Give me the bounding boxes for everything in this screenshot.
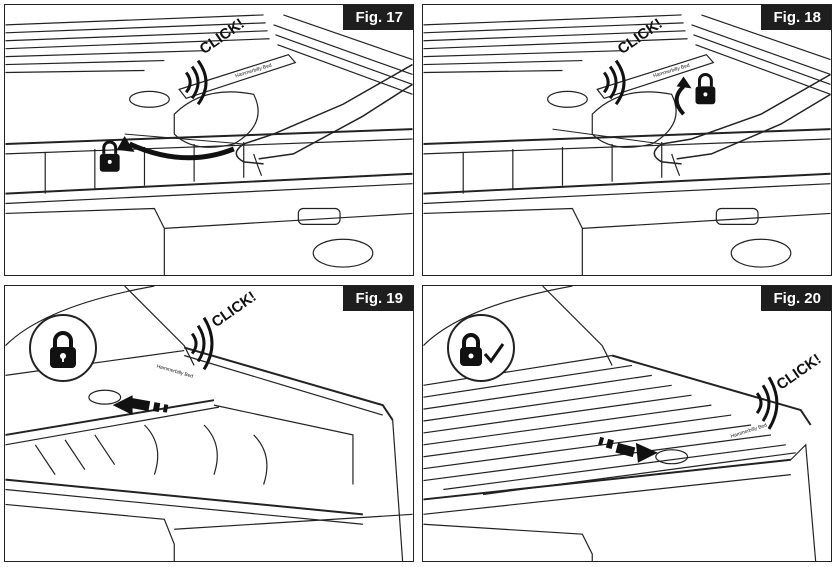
figure-18-illustration: CLICK! Hammerbilly Bed <box>423 14 831 275</box>
roller-slats <box>5 14 270 74</box>
tailgate-handle <box>715 207 759 225</box>
arm-sleeve <box>243 63 413 145</box>
rotation-arrow <box>128 141 235 161</box>
cloth-bag <box>591 91 677 148</box>
slide-arrow-right <box>598 436 658 463</box>
click-sound-waves <box>190 316 214 371</box>
up-arrow <box>674 84 686 116</box>
figure-17-panel: CLICK! Hammerbilly Bed Fig. 17 <box>4 4 414 276</box>
handle-bar <box>178 53 297 100</box>
tailgate-emblem <box>730 238 792 268</box>
roller-slats <box>423 14 688 74</box>
click-sound-waves <box>602 59 626 106</box>
hand <box>235 143 264 165</box>
latch-plate <box>655 449 689 465</box>
figure-label: Fig. 20 <box>761 286 831 311</box>
click-callout: CLICK! <box>774 352 824 394</box>
latch-plate <box>88 389 122 405</box>
click-callout: CLICK! <box>209 289 259 331</box>
slide-arrow-left <box>112 395 169 416</box>
figure-17-illustration: CLICK! Hammerbilly Bed <box>5 14 413 275</box>
lock-icon <box>695 73 716 105</box>
tailgate-handle <box>297 207 341 225</box>
latch-plate <box>128 90 170 108</box>
handle-bar <box>596 53 715 100</box>
lock-check-icon <box>460 333 505 366</box>
click-callout: CLICK! <box>197 16 247 58</box>
lock-icon <box>50 331 76 368</box>
arm-sleeve <box>661 73 831 145</box>
lock-status-badge <box>29 314 97 382</box>
figure-20-panel: CLICK! Hammerbilly Bed Fig. 20 <box>422 285 832 562</box>
lock-icon <box>99 140 120 172</box>
cloth-bag <box>173 91 259 148</box>
figure-19-illustration: CLICK! Hammerbilly Bed <box>5 286 413 561</box>
click-sound-waves <box>755 376 779 430</box>
figure-18-panel: CLICK! Hammerbilly Bed Fig. 18 <box>422 4 832 276</box>
figure-label: Fig. 17 <box>343 5 413 30</box>
hand <box>653 143 682 165</box>
click-callout: CLICK! <box>615 16 665 58</box>
figure-20-illustration: CLICK! Hammerbilly Bed <box>423 286 824 561</box>
lock-status-badge <box>447 314 515 382</box>
figure-label: Fig. 18 <box>761 5 831 30</box>
tailgate-emblem <box>312 238 374 268</box>
plate-text: Hammerbilly Bed <box>156 364 194 380</box>
figure-19-panel: CLICK! Hammerbilly Bed Fig. 19 <box>4 285 414 562</box>
click-sound-waves <box>184 59 208 106</box>
figure-label: Fig. 19 <box>343 286 413 311</box>
latch-plate <box>546 90 588 108</box>
